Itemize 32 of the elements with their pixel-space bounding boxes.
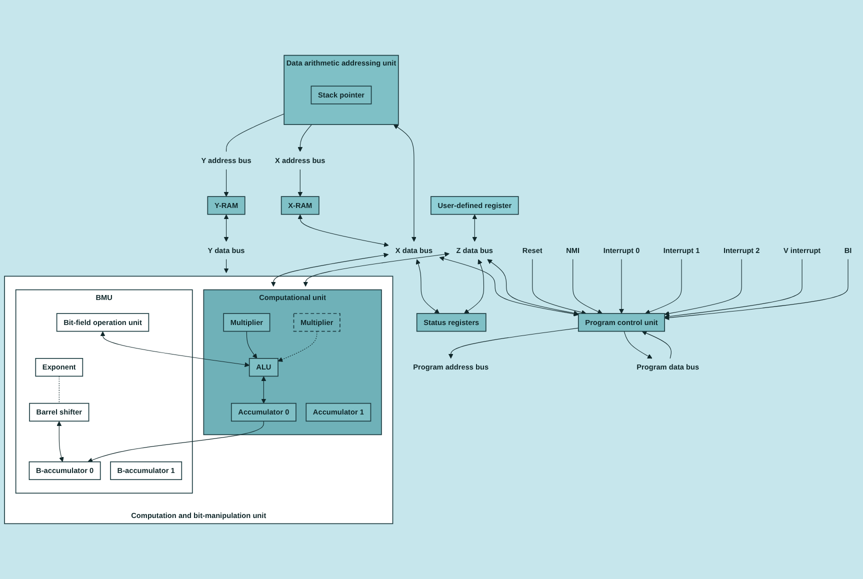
arrow xyxy=(439,256,579,316)
arrow xyxy=(100,331,250,368)
arrow xyxy=(619,259,624,314)
arrow xyxy=(56,421,64,462)
arrow xyxy=(645,259,682,314)
arrow xyxy=(261,376,266,404)
arrow xyxy=(298,124,312,152)
arrow xyxy=(246,331,258,359)
connector xyxy=(226,114,284,152)
arrow xyxy=(416,259,440,314)
arrow xyxy=(532,259,586,315)
arrow xyxy=(303,252,450,287)
arrow xyxy=(572,259,602,314)
arrow xyxy=(664,259,802,319)
arrow xyxy=(642,330,672,359)
arrow xyxy=(472,214,478,242)
connector xyxy=(58,376,60,404)
arrow xyxy=(278,331,318,362)
arrow xyxy=(393,124,416,242)
arrow xyxy=(298,169,303,197)
arrow xyxy=(224,169,229,197)
arrow xyxy=(487,259,579,316)
arrow xyxy=(464,259,484,314)
arrow xyxy=(448,328,579,359)
arrow xyxy=(664,259,742,316)
arrow xyxy=(664,259,848,320)
arrow xyxy=(224,259,229,274)
arrow xyxy=(88,420,264,463)
arrow xyxy=(224,214,229,242)
arrow xyxy=(270,252,389,287)
arrow xyxy=(298,214,389,247)
arrow xyxy=(624,331,652,359)
